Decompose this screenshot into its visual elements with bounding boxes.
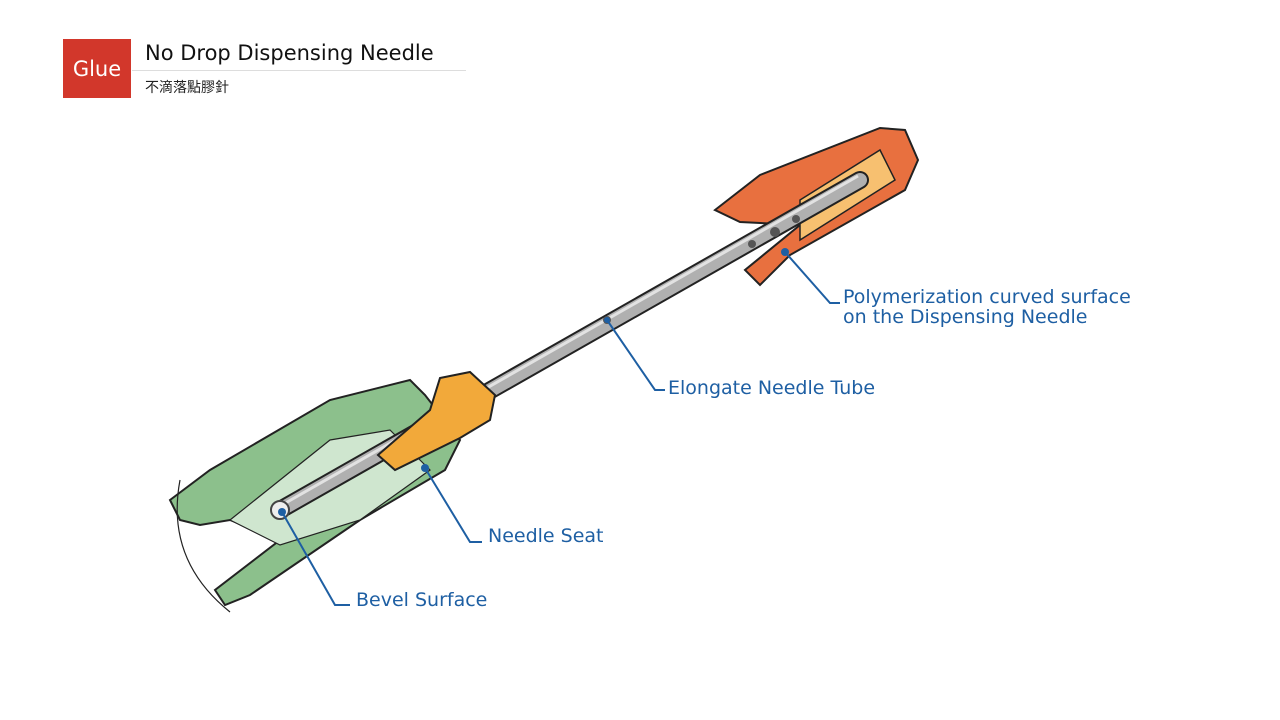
label-polymerization-line1: Polymerization curved surface [843,286,1131,308]
needle-tube [270,171,869,520]
glue-badge: Glue [63,39,131,98]
label-needle-tube: Elongate Needle Tube [668,377,876,399]
needle-hub [376,370,497,472]
label-bevel-surface: Bevel Surface [356,589,488,611]
leader-arrowheads [278,248,789,516]
leader-lines [281,251,840,606]
page-subtitle: 不滴落點膠針 [145,80,229,96]
title-divider [132,70,466,71]
label-needle-seat: Needle Seat [488,525,604,547]
label-polymerization-line2: on the Dispensing Needle [843,306,1088,328]
page-title: No Drop Dispensing Needle [145,41,434,65]
